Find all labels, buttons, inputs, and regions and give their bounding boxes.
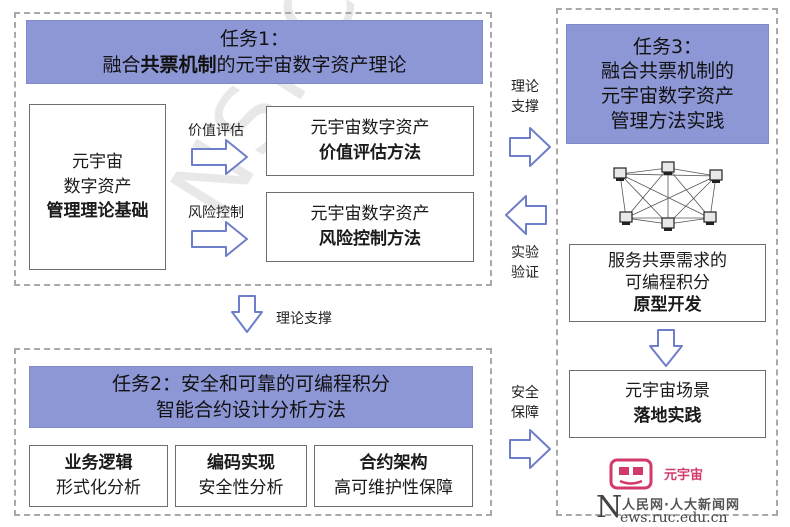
cell-sub: 高可维护性保障: [334, 478, 453, 498]
task1-title-line2: 融合共票机制的元宇宙数字资产理论: [102, 52, 406, 78]
news-brand: N 人民网·人大新闻网 ews.ruc.edu.cn: [594, 490, 788, 526]
verify-label-1: 实验: [511, 245, 539, 261]
foundation-line2: 数字资产: [63, 176, 132, 197]
foundation-line1: 元宇宙: [72, 152, 123, 173]
task3-group: [556, 8, 778, 516]
task1-title-bold: 共票机制: [140, 54, 217, 76]
cell-sub: 安全性分析: [198, 478, 284, 498]
safety-right-arrow-icon: [509, 429, 551, 469]
scene-line1: 元宇宙场景: [625, 381, 710, 402]
task3-line4: 管理方法实践: [610, 109, 725, 132]
risk-method-line2: 风险控制方法: [319, 229, 421, 249]
risk-method-line1: 元宇宙数字资产: [310, 204, 430, 225]
task1-title-post: 的元宇宙数字资产理论: [216, 54, 407, 76]
prototype-line2: 可编程积分: [625, 272, 710, 293]
theory-right-arrow-icon: [509, 127, 551, 167]
task1-title-pre: 融合: [102, 54, 141, 76]
theory-support-label: 理论支撑: [276, 311, 332, 327]
prototype-down-arrow-icon: [649, 329, 683, 367]
task2-line2: 智能合约设计分析方法: [155, 399, 346, 421]
value-method-box: 元宇宙数字资产 价值评估方法: [266, 106, 474, 176]
cell-title: 编码实现: [207, 453, 275, 474]
prototype-line1: 服务共票需求的: [608, 250, 727, 271]
task3-line3: 元宇宙数字资产: [600, 85, 734, 107]
task3-line1: 任务3：: [632, 35, 703, 58]
cell-business-logic: 业务逻辑 形式化分析: [29, 445, 168, 507]
prototype-line3: 原型开发: [633, 295, 702, 316]
task2-header: 任务2：安全和可靠的可编程积分 智能合约设计分析方法: [29, 366, 473, 428]
news-brand-url: ews.ruc.edu.cn: [620, 510, 728, 526]
task2-line1: 任务2：安全和可靠的可编程积分: [111, 372, 391, 395]
safety-label-1: 安全: [511, 385, 539, 401]
cell-coding-implementation: 编码实现 安全性分析: [175, 445, 307, 507]
value-method-line2: 价值评估方法: [319, 143, 421, 163]
task3-line2: 融合共票机制的: [600, 60, 734, 83]
foundation-line3: 管理理论基础: [46, 201, 149, 222]
value-assessment-label: 价值评估: [188, 123, 244, 139]
network-diagram-icon: [613, 161, 723, 231]
risk-method-box: 元宇宙数字资产 风险控制方法: [266, 192, 474, 262]
risk-control-label: 风险控制: [188, 205, 244, 221]
metaverse-logo-text: 元宇宙: [664, 468, 704, 483]
scene-box: 元宇宙场景 落地实践: [569, 370, 766, 438]
metaverse-logo-icon: [609, 458, 653, 490]
news-brand-cn: 人民网·人大新闻网: [622, 498, 740, 513]
theory-down-arrow-icon: [231, 295, 263, 333]
risk-arrow-icon: [191, 221, 248, 257]
task1-header: 任务1： 融合共票机制的元宇宙数字资产理论: [26, 20, 483, 84]
cell-title: 业务逻辑: [64, 453, 133, 474]
verify-label-2: 验证: [511, 265, 539, 281]
theory-label-1: 理论: [511, 79, 539, 95]
theory-label-2: 支撑: [511, 99, 539, 115]
cell-title: 合约架构: [359, 453, 428, 474]
task2-group: [14, 348, 492, 516]
foundation-box: 元宇宙 数字资产 管理理论基础: [29, 104, 166, 270]
scene-line2: 落地实践: [633, 406, 702, 426]
cell-contract-architecture: 合约架构 高可维护性保障: [314, 445, 473, 507]
value-method-line1: 元宇宙数字资产: [310, 118, 430, 139]
cell-sub: 形式化分析: [56, 478, 141, 498]
value-arrow-icon: [191, 139, 248, 175]
task3-header: 任务3： 融合共票机制的 元宇宙数字资产 管理方法实践: [566, 24, 769, 144]
prototype-box: 服务共票需求的 可编程积分 原型开发: [569, 244, 766, 322]
task1-title-line1: 任务1：: [219, 27, 290, 50]
task1-group: [14, 12, 492, 286]
verify-left-arrow-icon: [505, 195, 547, 235]
safety-label-2: 保障: [511, 405, 539, 421]
news-brand-initial: N: [596, 490, 623, 525]
